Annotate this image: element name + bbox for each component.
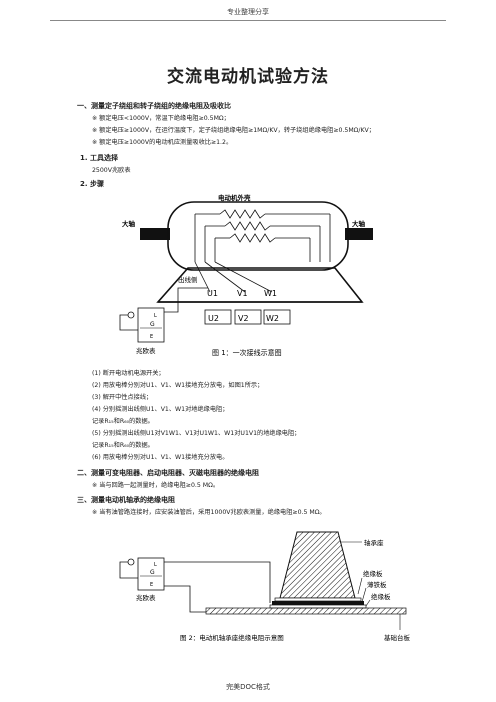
header-divider	[50, 20, 446, 21]
s1-line-1: ※ 额定电压<1000V，常温下绝缘电阻≥0.5MΩ；	[92, 115, 230, 122]
label-insulation-1: 绝缘板	[363, 569, 383, 578]
insulation-plate-top	[274, 597, 362, 602]
terminal-u1: U1	[207, 289, 218, 298]
windings	[194, 209, 331, 262]
page-title: 交流电动机试验方法	[167, 67, 329, 87]
section-3-title: 三、测量电动机轴承的绝缘电阻	[77, 496, 175, 504]
insulation-plate-bottom	[269, 604, 367, 609]
motor-casing	[167, 201, 349, 271]
meter2-name: 兆欧表	[136, 593, 156, 602]
megohmmeter-2	[119, 557, 271, 613]
figure-1-diagram: 出线侧 U1 V1 W1 U2 V2 W2 电动机外壳 大轴 大轴 L G E …	[119, 193, 373, 357]
meter-name: 兆欧表	[136, 346, 156, 355]
label-outlet: 出线侧	[178, 275, 198, 284]
s1-line-2: ※ 额定电压≥1000V，在运行温度下，定子绕组绝缘电阻≥1MΩ/KV，转子绕组…	[92, 127, 375, 134]
steps-title: 2. 步骤	[80, 180, 104, 188]
s3-line: ※ 当有油管路连接时，应安装油管后，采用1000V兆欧表测量，绝缘电阻≥0.5 …	[92, 509, 326, 516]
megohmmeter	[119, 287, 208, 343]
step-3: (3) 解开中性点接线；	[92, 394, 153, 401]
meter-g: G	[150, 321, 155, 328]
figure-2-diagram: 轴承座 绝缘板 薄铁板 绝缘板 基础台板 L G E 兆欧表 图 2：电动机轴承…	[119, 531, 411, 642]
step-2: (2) 用放电棒分别对U1、V1、W1接地充分放电，如图1所示；	[92, 382, 264, 389]
figure-1-caption: 图 1：一次接线示意图	[212, 348, 282, 357]
terminal-w2: W2	[266, 314, 279, 323]
label-shaft-left: 大轴	[122, 219, 136, 228]
base-plate	[205, 607, 407, 615]
label-shell: 电动机外壳	[218, 193, 251, 202]
step-4-note: 记录R₁₅和R₆₀的数据。	[92, 418, 154, 425]
figure-2-caption: 图 2：电动机轴承座绝缘电阻示意图	[180, 633, 284, 642]
label-insulation-2: 绝缘板	[371, 592, 391, 601]
label-base: 基础台板	[384, 633, 411, 642]
tools-value: 2500V兆欧表	[92, 167, 131, 174]
meter2-g: G	[150, 569, 155, 576]
meter2-l: L	[154, 562, 157, 568]
terminal-w1: W1	[264, 289, 277, 298]
step-6: (6) 用放电棒分别对U1、V1、W1接地充分放电。	[92, 454, 229, 461]
shaft-right	[345, 228, 373, 240]
step-5-note: 记录R₁₅和R₆₀的数据。	[92, 442, 154, 449]
terminal-v1: V1	[237, 289, 248, 298]
leader-lines	[340, 541, 401, 630]
step-4: (4) 分别摇测出线侧U1、V1、W1对地绝缘电阻；	[92, 406, 229, 413]
s1-line-3: ※ 额定电压≥1000V的电动机应测量吸收比≥1.2。	[92, 139, 233, 146]
thin-iron-plate	[272, 601, 364, 605]
label-shaft-right: 大轴	[352, 219, 366, 228]
shaft-left	[140, 228, 170, 240]
label-bearing-seat: 轴承座	[364, 538, 384, 547]
page-header: 专业整理分享	[227, 8, 269, 16]
terminal-u2: U2	[208, 314, 219, 323]
section-2-title: 二、测量可变电阻器、启动电阻器、灭磁电阻器的绝缘电阻	[77, 469, 259, 477]
meter-e: E	[150, 334, 153, 340]
step-5: (5) 分别摇测出线侧U1对V1W1、V1对U1W1、W1对U1V1的地绝缘电阻…	[92, 430, 301, 437]
page-footer: 完美DOC格式	[226, 683, 270, 691]
meter-l: L	[154, 313, 157, 319]
section-1-title: 一、测量定子绕组和转子绕组的绝缘电阻及吸收比	[77, 102, 231, 110]
s2-line: ※ 当与回路一起测量时，绝缘电阻≥0.5 MΩ。	[92, 482, 220, 489]
terminal-v2: V2	[238, 314, 249, 323]
terminals	[194, 261, 291, 325]
label-foil: 薄铁板	[367, 580, 387, 589]
meter2-e: E	[150, 582, 153, 588]
tools-title: 1. 工具选择	[80, 154, 118, 162]
terminal-box	[156, 267, 364, 303]
step-1: (1) 断开电动机电源开关；	[92, 370, 165, 377]
